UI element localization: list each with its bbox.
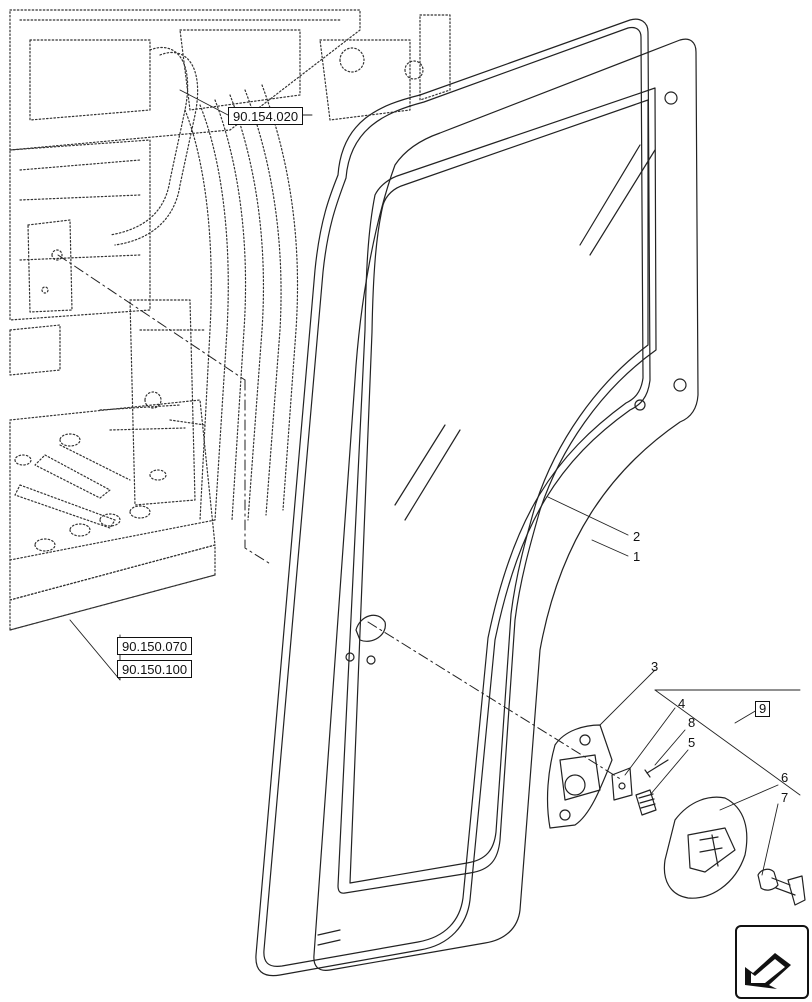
callout-part-2: 2 (633, 529, 641, 544)
handle-backplate (546, 724, 613, 829)
washer (611, 767, 633, 801)
leader-lines (69, 89, 801, 876)
callout-part-8: 8 (688, 715, 696, 730)
callout-part-1: 1 (633, 549, 641, 564)
door-seal (255, 18, 651, 977)
door-handle (663, 796, 748, 899)
callout-kit-9: 9 (755, 701, 771, 717)
door-glass (313, 38, 699, 971)
callout-part-7: 7 (781, 790, 789, 805)
ref-cab-frame[interactable]: 90.154.020 (228, 107, 304, 125)
ref-floor-b[interactable]: 90.150.100 (117, 660, 193, 678)
ref-floor-a[interactable]: 90.150.070 (117, 637, 193, 655)
arrow-next-icon (745, 953, 791, 989)
callout-part-4: 4 (678, 696, 686, 711)
callout-part-6: 6 (781, 770, 789, 785)
centre-lines (57, 254, 623, 781)
bolt (644, 759, 669, 778)
callout-part-5: 5 (688, 735, 696, 750)
callout-part-3: 3 (651, 659, 659, 674)
lock-cylinder (757, 868, 806, 906)
cab-frame-structure (9, 9, 451, 631)
next-page-button[interactable] (735, 925, 809, 999)
spring (635, 789, 657, 816)
